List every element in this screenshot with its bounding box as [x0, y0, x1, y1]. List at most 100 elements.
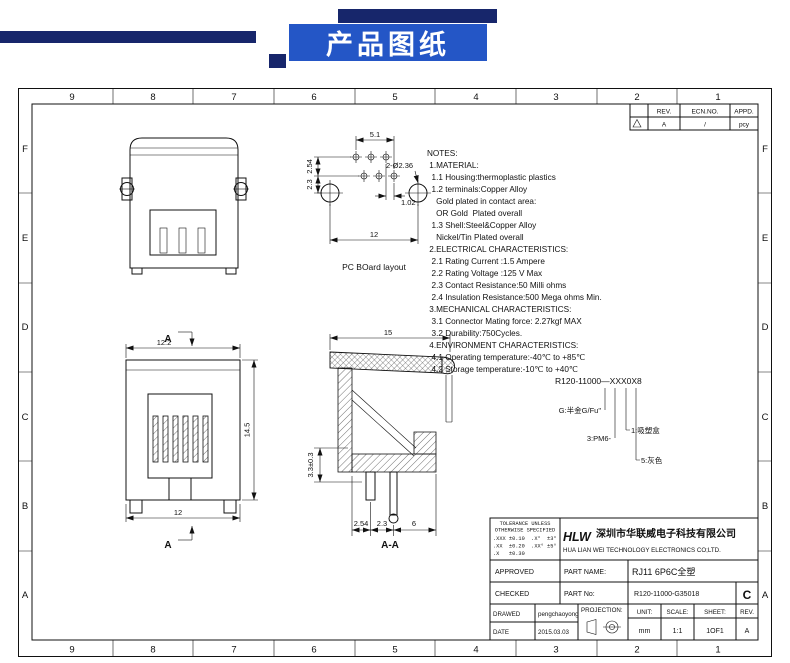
- notes-line: 1.MATERIAL:: [427, 161, 479, 170]
- notes-line: NOTES:: [427, 149, 457, 158]
- unit-label: UNIT:: [637, 609, 653, 616]
- section-mark-top: A: [164, 334, 171, 345]
- grid-labels: 9 8 7 6 5 4 3 2 1 9 8 7 6 5 4 3 2 1 F E: [22, 92, 769, 656]
- checked-label: CHECKED: [495, 591, 529, 598]
- notes-line: OR Gold Plated overall: [427, 209, 522, 218]
- tolerance-row: .XX ±0.20 .XX° ±5°: [493, 544, 557, 550]
- grid-col-label: 4: [473, 92, 478, 103]
- ecn-header: ECN.NO.: [691, 109, 718, 116]
- grid-col-label: 6: [311, 645, 316, 656]
- company-name-en: HUA LIAN WEI TECHNOLOGY ELECTRONICS CO;L…: [563, 547, 721, 554]
- grid-row-label: E: [762, 233, 768, 244]
- pcb-dim-pitch: 5.1: [370, 130, 380, 139]
- notes-line: 2.1 Rating Current :1.5 Ampere: [427, 257, 545, 266]
- page-title-banner: 产品图纸: [289, 24, 487, 61]
- pcb-dim-row-spacing: 2.54: [305, 159, 314, 174]
- company-logo: HLW: [563, 530, 592, 544]
- revision-triangle-icon: [632, 118, 642, 128]
- grid-col-label: 1: [715, 92, 720, 103]
- drawing-sheet: 9 8 7 6 5 4 3 2 1 9 8 7 6 5 4 3 2 1 F E: [18, 88, 772, 657]
- tolerance-row: .X ±0.30: [493, 551, 525, 557]
- front-dim-height: 14.5: [243, 423, 252, 438]
- front-dim-width-top: 12.2: [157, 338, 172, 347]
- grid-row-label: D: [762, 322, 769, 333]
- grid-row-label: A: [22, 590, 29, 601]
- tolerance-title-1: TOLERANCE UNLESS: [500, 521, 551, 527]
- grid-row-label: B: [22, 501, 28, 512]
- grid-col-label: 2: [634, 92, 639, 103]
- notes-line: 1.2 terminals:Copper Alloy: [427, 185, 528, 194]
- header-stripe-top: [338, 9, 497, 23]
- pcb-dim-hole-span: 12: [370, 230, 378, 239]
- title-block: TOLERANCE UNLESS OTHERWISE SPECIFIED .XX…: [489, 517, 759, 641]
- grid-col-label: 2: [634, 645, 639, 656]
- rev-label: REV.: [740, 609, 754, 616]
- part-no-value: R120-11000-G35018: [634, 591, 699, 598]
- page-title: 产品图纸: [326, 30, 450, 60]
- revision-letter: C: [743, 588, 752, 602]
- scale-value: 1:1: [673, 628, 683, 635]
- projection-label: PROJECTION:: [581, 607, 623, 614]
- pcb-caption: PC BOard layout: [342, 262, 406, 272]
- part-code-block: R120-11000—XXX0X8 G:半金G/Fu" 3:PM6- 1:吸塑盒…: [555, 376, 663, 465]
- section-dim-height: 3.3±0.3: [306, 453, 315, 478]
- section-dim-a: 2.54: [354, 519, 369, 528]
- pcb-dim-stagger: 1.02: [401, 198, 416, 207]
- part-code-callout-g: G:半金G/Fu": [559, 405, 602, 415]
- company-name-cn: 深圳市华联威电子科技有限公司: [596, 527, 736, 540]
- section-mark-bottom: A: [164, 540, 171, 551]
- ecn-value: /: [704, 122, 706, 129]
- grid-row-label: F: [762, 144, 768, 155]
- section-dim-c: 6: [412, 519, 416, 528]
- header-stripe-square: [269, 54, 286, 68]
- notes-line: 3.2 Durability:750Cycles.: [427, 329, 522, 338]
- projection-symbol-icon: [586, 619, 621, 635]
- tolerance-row: .XXX ±0.10 .X° ±3°: [493, 536, 557, 542]
- grid-col-label: 8: [150, 92, 155, 103]
- notes-line: 3.1 Connector Mating force: 2.27kgf MAX: [427, 317, 582, 326]
- drawed-label: DRAWED: [493, 611, 521, 618]
- header-stripe-left: [0, 31, 256, 43]
- grid-col-label: 7: [231, 92, 236, 103]
- grid-col-label: 6: [311, 92, 316, 103]
- notes-line: 2.2 Rating Voltage :125 V Max: [427, 269, 542, 278]
- drawed-value: pengchaoyong: [538, 611, 579, 618]
- grid-row-label: C: [762, 412, 769, 423]
- notes-line: Nickel/Tin Plated overall: [427, 233, 524, 242]
- notes-line: 1.3 Shell:Steel&Copper Alloy: [427, 221, 537, 230]
- grid-row-label: B: [762, 501, 768, 512]
- rev-value: A: [662, 122, 667, 129]
- section-dim-width: 15: [384, 328, 392, 337]
- grid-col-label: 3: [553, 92, 558, 103]
- notes-line: 4.2 Storage temperature:-10℃ to +40℃: [427, 365, 578, 374]
- grid-row-label: D: [22, 322, 29, 333]
- notes-line: 2.4 Insulation Resistance:500 Mega ohms …: [427, 293, 602, 302]
- front-view-drawing: 12.2 14.5 12 A A: [125, 331, 258, 551]
- scale-label: SCALE:: [666, 609, 688, 616]
- notes-line: 1.1 Housing:thermoplastic plastics: [427, 173, 556, 182]
- section-view-drawing: 15 3.3±0.3 2.54 2.3 6: [306, 328, 455, 551]
- grid-row-label: A: [762, 590, 769, 601]
- drawing-canvas: 9 8 7 6 5 4 3 2 1 9 8 7 6 5 4 3 2 1 F E: [18, 88, 772, 657]
- part-code-callout-3: 3:PM6-: [587, 434, 612, 443]
- notes-line: 4.ENVIRONMENT CHARACTERISTICS:: [427, 341, 578, 350]
- appd-header: APPD.: [734, 109, 754, 116]
- notes-line: 2.ELECTRICAL CHARACTERISTICS:: [427, 245, 568, 254]
- top-view-drawing: [119, 137, 249, 275]
- front-dim-width-bottom: 12: [174, 508, 182, 517]
- grid-col-label: 8: [150, 645, 155, 656]
- rev-header: REV.: [657, 109, 672, 116]
- date-value: 2015.03.03: [538, 629, 570, 636]
- unit-value: mm: [639, 628, 651, 635]
- notes-line: 2.3 Contact Resistance:50 Milli ohms: [427, 281, 566, 290]
- part-name-label: PART NAME:: [564, 569, 606, 576]
- notes-block: NOTES: 1.MATERIAL: 1.1 Housing:thermopla…: [427, 149, 602, 374]
- pcb-layout-drawing: 5.1 2.54 2.3 1.02 12 2-Ø2.36 PC BOard la…: [305, 130, 431, 272]
- grid-row-label: E: [22, 233, 28, 244]
- grid-col-label: 4: [473, 645, 478, 656]
- grid-col-label: 5: [392, 92, 397, 103]
- part-code: R120-11000—XXX0X8: [555, 376, 642, 386]
- sheet-value: 1OF1: [706, 628, 724, 635]
- grid-col-label: 3: [553, 645, 558, 656]
